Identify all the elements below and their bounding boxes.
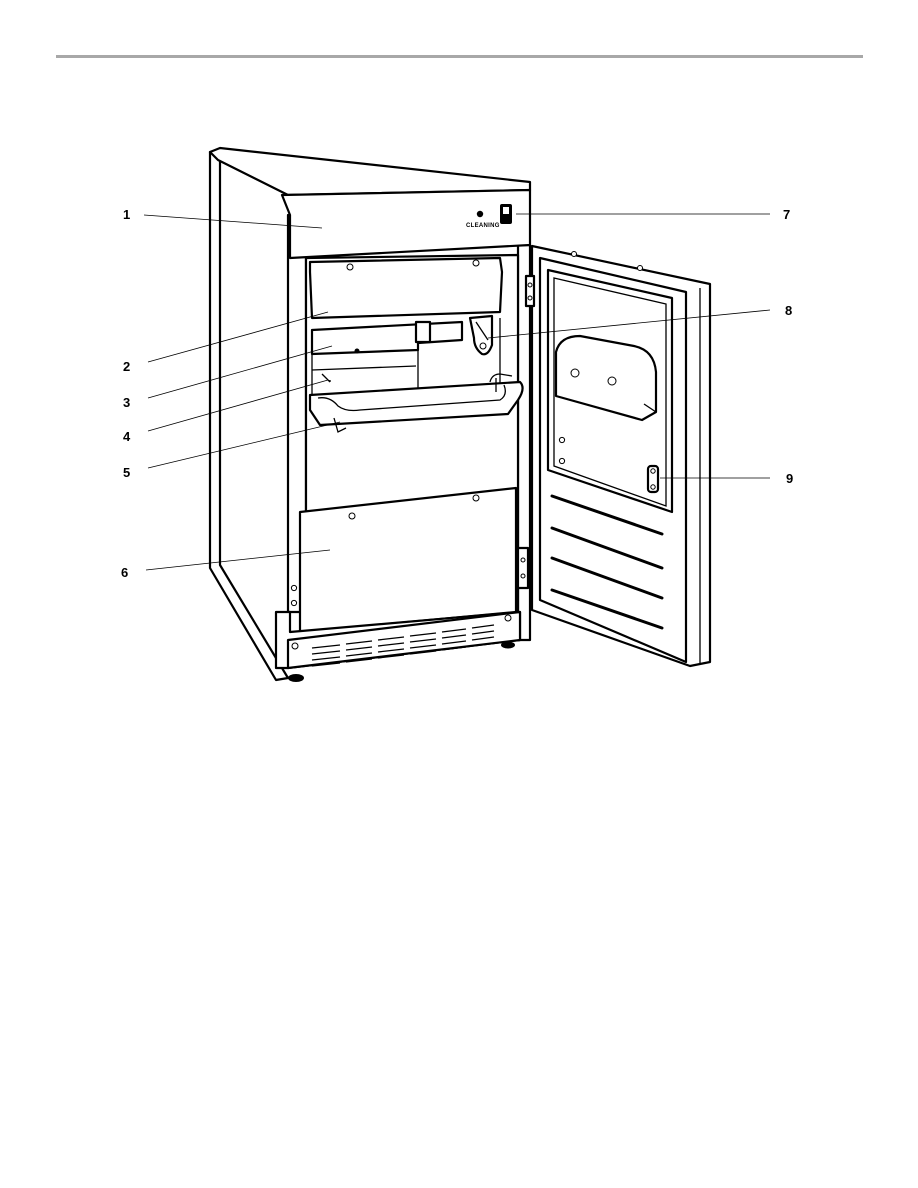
screw-icon (559, 458, 564, 463)
screw-icon (480, 343, 486, 349)
hinge-bottom (518, 548, 528, 588)
callout-8: 8 (785, 303, 792, 318)
callout-9: 9 (786, 471, 793, 486)
callout-6: 6 (121, 565, 128, 580)
cabinet-top (210, 148, 530, 195)
cutter-grid-pin (355, 349, 360, 354)
screw-icon (505, 615, 511, 621)
cleaning-label: CLEANING (466, 223, 500, 229)
screw-icon (528, 296, 532, 300)
callout-5: 5 (123, 465, 130, 480)
hinge-top (526, 276, 534, 306)
callout-4: 4 (123, 429, 131, 444)
evaporator-cover-panel (310, 258, 502, 318)
callout-7: 7 (783, 207, 790, 222)
door (518, 246, 710, 666)
screw-icon (638, 266, 643, 271)
power-switch-rocker (503, 207, 509, 214)
evaporator-cover (310, 258, 502, 318)
cutter-grid-bracket (416, 322, 430, 342)
screw-icon (559, 437, 564, 442)
screw-icon (291, 585, 296, 590)
screw-icon (608, 377, 616, 385)
screw-icon (292, 643, 298, 649)
screw-icon (347, 264, 353, 270)
screw-icon (349, 513, 355, 519)
cabinet-left-side (210, 152, 288, 680)
screw-icon (473, 260, 479, 266)
screw-icon (473, 495, 479, 501)
callout-3: 3 (123, 395, 130, 410)
access-panel-face (300, 488, 516, 632)
control-panel: CLEANING (282, 190, 530, 258)
screw-icon (291, 600, 296, 605)
foot-right (501, 642, 515, 649)
screw-icon (528, 283, 532, 287)
callout-2: 2 (123, 359, 130, 374)
screw-icon (521, 574, 525, 578)
screw-icon (651, 469, 655, 473)
screw-icon (571, 369, 579, 377)
access-panel (291, 488, 516, 632)
screw-icon (521, 558, 525, 562)
screw-icon (651, 485, 655, 489)
foot-left (288, 674, 304, 682)
screw-icon (572, 252, 577, 257)
callout-1: 1 (123, 207, 130, 222)
cleaning-light-icon (477, 211, 483, 217)
